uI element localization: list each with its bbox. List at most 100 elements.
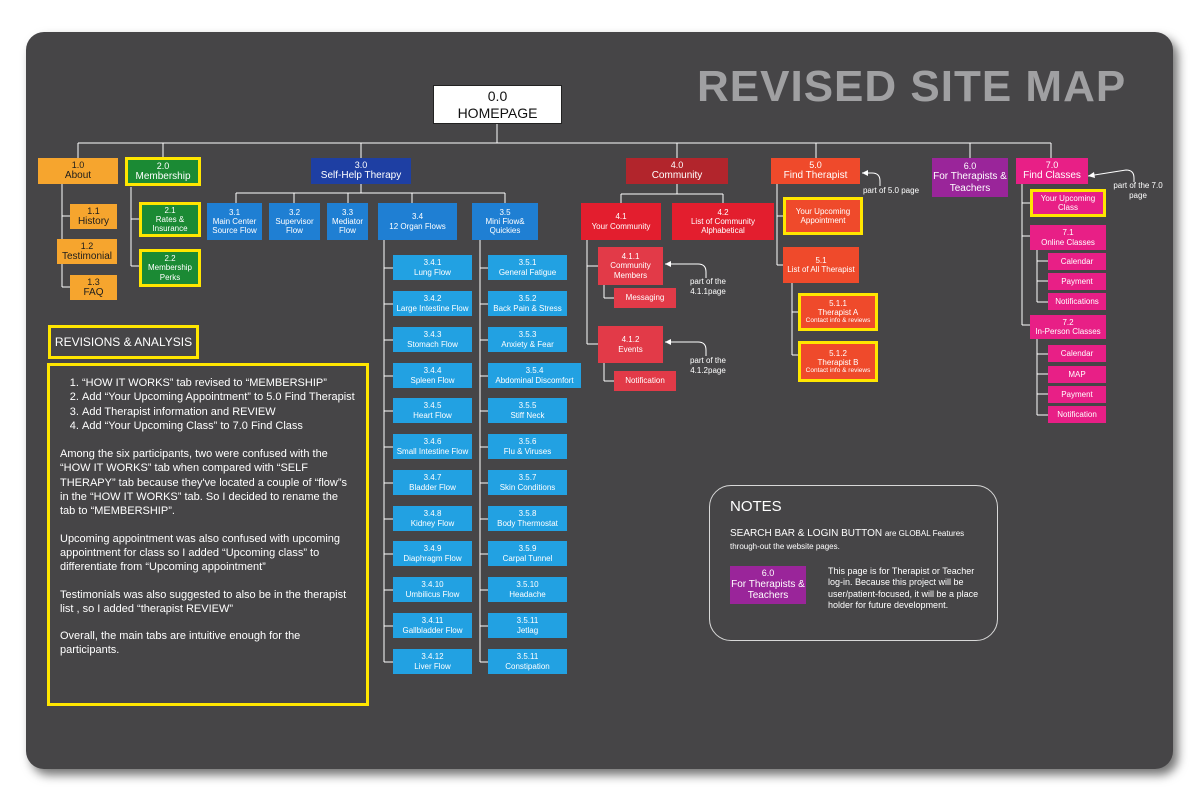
node-label: Main Center Source Flow [212, 216, 257, 236]
annotation-note: part of 5.0 page [862, 186, 920, 195]
node-label: Payment [1061, 389, 1093, 399]
node-label: List of Community Alphabetical [690, 216, 756, 236]
node-label: FAQ [83, 286, 104, 298]
sitemap-board [26, 32, 1173, 769]
node-label: Therapist B [817, 357, 859, 367]
annotation-note: part of the 7.0 page [1113, 181, 1163, 200]
node-number: 5.1.1 [829, 299, 847, 309]
node-label: Stiff Neck [510, 410, 545, 420]
node-number: 7.1 [1062, 228, 1074, 238]
node-number: 3.4 [411, 212, 424, 222]
node-number: 3.2 [288, 207, 301, 217]
therapist-list-node: 5.1 List of All Therapist [783, 247, 859, 283]
revision-item: Add “Your Upcoming Class” to 7.0 Find Cl… [82, 419, 356, 433]
node-label: Your Upcoming Class [1040, 193, 1096, 212]
online-classes-node: 7.1 Online Classes [1030, 225, 1106, 250]
node-label: Headache [509, 589, 546, 599]
node-number: 3.4.5 [423, 401, 442, 411]
node-label: For Therapists & Teachers [933, 171, 1007, 194]
node-label: Abdominal Discomfort [495, 375, 574, 385]
node-label: Mediator Flow [331, 216, 364, 236]
revisions-panel: “HOW IT WORKS” tab revised to “MEMBERSHI… [47, 363, 369, 706]
notes-description: This page is for Therapist or Teacher lo… [828, 566, 979, 610]
selfhelp-main-center-node: 3.1 Main Center Source Flow [207, 203, 262, 240]
node-label: Notifications [1055, 296, 1099, 306]
node-number: 3.5.11 [516, 616, 539, 626]
node-label: Community Members [610, 261, 651, 280]
node-sublabel: Contact info & reviews [805, 317, 871, 325]
node-label: MAP [1068, 369, 1086, 379]
revision-item: Add “Your Upcoming Appointment” to 5.0 F… [82, 390, 356, 404]
homepage-number: 0.0 [487, 88, 508, 105]
analysis-paragraph: Among the six participants, two were con… [60, 448, 348, 518]
node-number: 3.4.12 [421, 652, 444, 662]
node-label: List of All Therapist [787, 265, 855, 274]
node-number: 3.5.1 [518, 258, 537, 268]
inperson-notification-node: Notification [1048, 406, 1106, 423]
node-label: General Fatigue [498, 267, 557, 277]
community-label: Community [651, 170, 703, 182]
node-number: 1.2 [80, 240, 94, 251]
find-classes-node: 7.0 Find Classes [1016, 158, 1088, 184]
therapist-a-node: 5.1.1 Therapist A Contact info & reviews [798, 293, 878, 331]
node-number: 6.0 [963, 160, 977, 171]
about-node: 1.0 About [38, 158, 118, 184]
node-label: Your Upcoming Appointment [795, 206, 851, 225]
about-faq-node: 1.3 FAQ [70, 275, 117, 300]
node-label: Diaphragm Flow [403, 553, 462, 563]
therapists-teachers-node: 6.0 For Therapists & Teachers [932, 158, 1008, 197]
node-label: Jetlag [516, 625, 539, 635]
node-number: 3.4.10 [421, 580, 444, 590]
annotation-note: part of the 4.1.2page [689, 356, 727, 375]
selfhelp-label: Self-Help Therapy [320, 170, 402, 182]
node-number: 2.2 [164, 254, 176, 264]
revision-item: Add Therapist information and REVIEW [82, 405, 356, 419]
node-number: 3.5.3 [518, 330, 537, 340]
node-number: 3.5.8 [518, 509, 537, 519]
node-number: 3.5.10 [516, 580, 539, 590]
node-label: Body Thermostat [497, 518, 558, 528]
node-number: 5.1.2 [829, 348, 847, 358]
page-title: REVISED SITE MAP [697, 62, 1127, 111]
homepage-label: HOMEPAGE [457, 104, 538, 121]
homepage-node: 0.0 HOMEPAGE [433, 85, 562, 124]
about-label: About [64, 170, 92, 182]
node-number: 4.1.1 [621, 252, 640, 262]
community-node: 4.0 Community [626, 158, 728, 184]
notes-panel: NOTES SEARCH BAR & LOGIN BUTTON are GLOB… [709, 485, 998, 641]
membership-perks-node: 2.2 Membership Perks [139, 249, 201, 287]
community-members-node: 4.1.1 Community Members [598, 247, 663, 285]
node-number: 1.3 [87, 276, 100, 287]
inperson-payment-node: Payment [1048, 386, 1106, 403]
node-label: Lung Flow [414, 267, 451, 277]
therapist-b-node: 5.1.2 Therapist B Contact info & reviews [798, 341, 878, 382]
analysis-paragraph: Testimonials was also suggested to also … [60, 588, 347, 615]
notes-title: NOTES [730, 498, 782, 515]
about-testimonial-node: 1.2 Testimonial [57, 239, 117, 264]
your-community-node: 4.1 Your Community [581, 203, 661, 240]
selfhelp-organ-flows-node: 3.4 12 Organ Flows [378, 203, 457, 240]
inperson-calendar-node: Calendar [1048, 345, 1106, 362]
node-label: Stomach Flow [407, 339, 458, 349]
node-label: In-Person Classes [1035, 327, 1101, 336]
node-number: 4.1.2 [621, 335, 640, 345]
node-label: Notification [625, 376, 665, 386]
inperson-map-node: MAP [1048, 366, 1106, 383]
node-label: Gallbladder Flow [402, 625, 463, 635]
notes-global-rest: are GLOBAL Features through-out the webs… [730, 529, 965, 551]
selfhelp-supervisor-node: 3.2 Supervisor Flow [269, 203, 320, 240]
node-label: Messaging [625, 293, 665, 303]
node-number: 3.4.9 [423, 544, 442, 554]
